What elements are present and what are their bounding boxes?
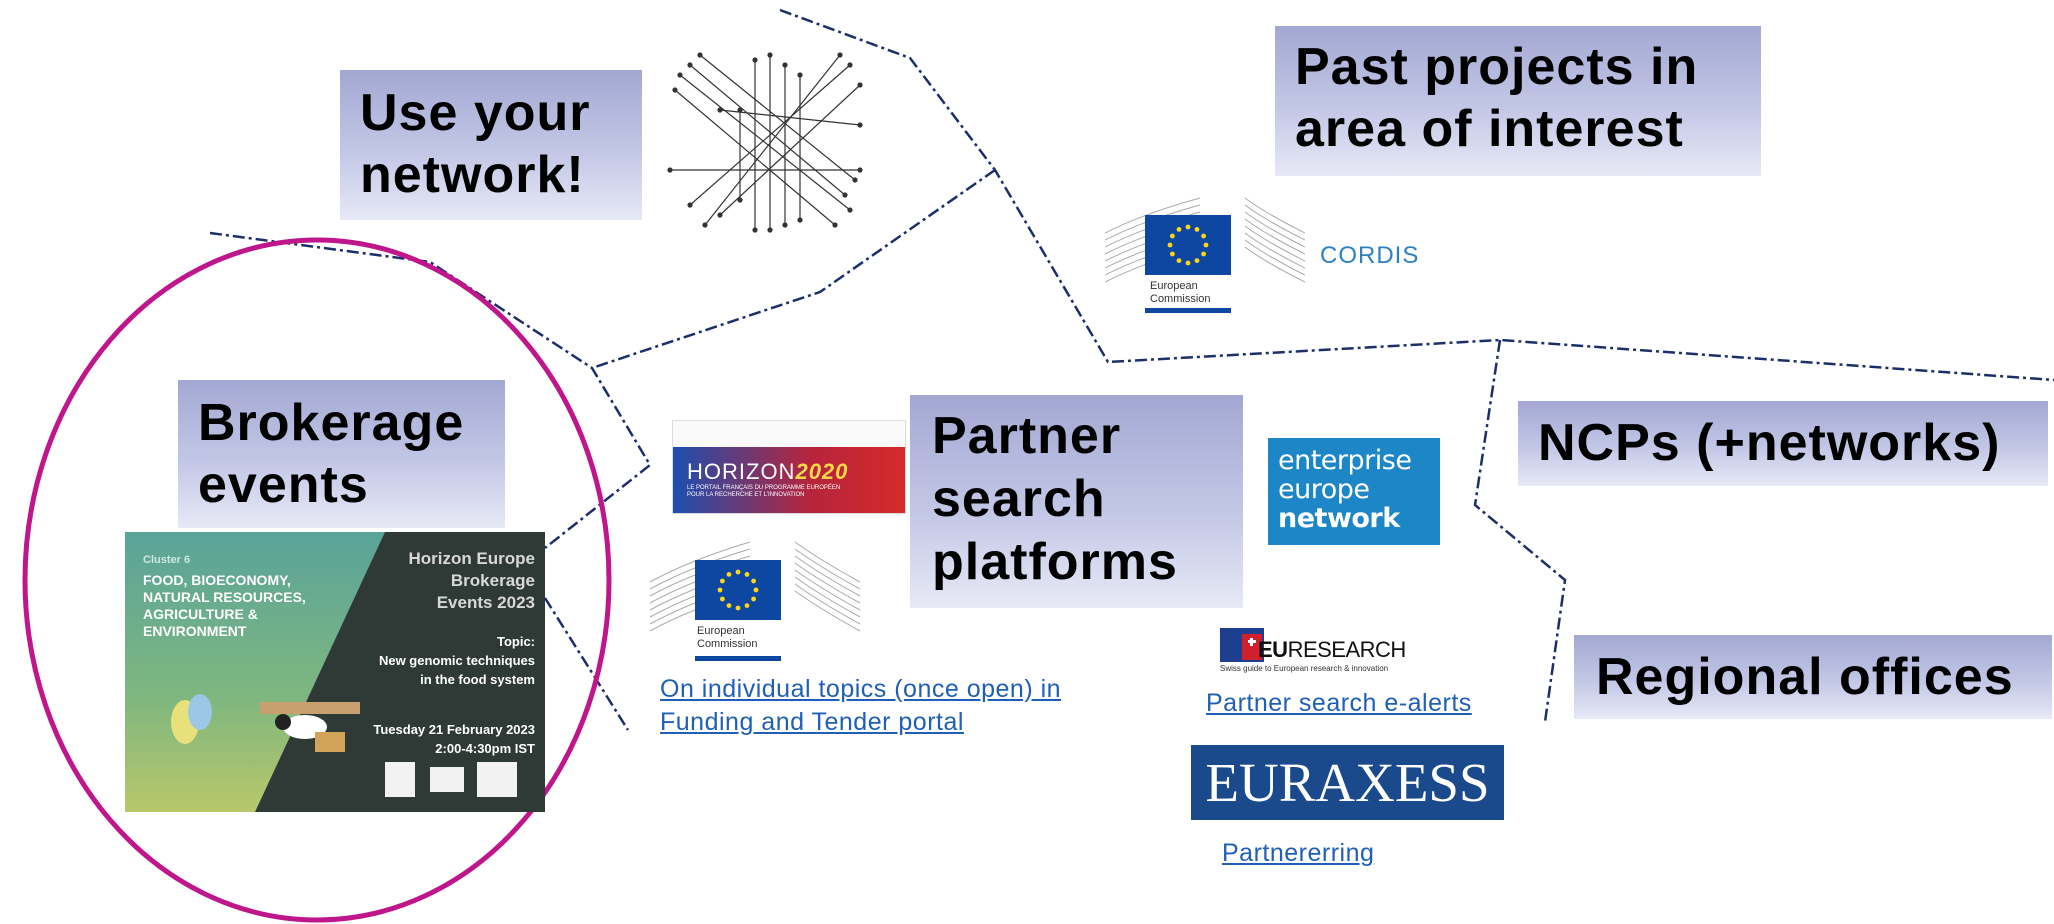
poster-cluster: Cluster 6 (143, 554, 191, 566)
euresearch-eu: EU (1258, 637, 1288, 662)
poster-topic-label: Topic: (496, 634, 535, 649)
horizon-topbar (673, 421, 905, 447)
network-lines-icon (667, 52, 863, 233)
heading-use-network: Use your network! (340, 70, 642, 220)
heading-line: Past projects in (1295, 38, 1699, 96)
poster-topic-line: ENVIRONMENT (143, 623, 247, 639)
heading-line: network! (360, 146, 585, 204)
een-logo[interactable]: enterprise europe network (1268, 438, 1440, 545)
poster-time-line: 2:00-4:30pm IST (435, 741, 535, 756)
partnerering-link[interactable]: Partnererring (1222, 839, 1375, 867)
eu-flag-icon (1145, 215, 1231, 275)
poster-topic-line: FOOD, BIOECONOMY, (143, 572, 291, 588)
een-line: europe (1278, 474, 1370, 505)
ec-caption: European Commission (1150, 280, 1211, 306)
ec-caption: European Commission (697, 625, 758, 651)
heading-past-projects: Past projects in area of interest (1275, 26, 1761, 176)
ec-underline (695, 656, 781, 661)
horizon-wordmark: HORIZON2020 (687, 459, 848, 485)
heading-line: Regional offices (1596, 648, 2014, 706)
eu-flag-icon (695, 560, 781, 620)
poster-title-line: Horizon Europe (408, 549, 535, 568)
heading-regional: Regional offices (1574, 635, 2052, 719)
euresearch-tagline: Swiss guide to European research & innov… (1220, 664, 1389, 673)
poster-background (171, 532, 545, 812)
e-alerts-link[interactable]: Partner search e-alerts (1206, 689, 1472, 717)
poster-topic-line: AGRICULTURE & (143, 606, 258, 622)
ec-caption-line: European (1150, 280, 1198, 292)
ec-caption-line: European (697, 625, 745, 637)
poster-topic-desc-line: New genomic techniques (378, 653, 535, 668)
horizon-body (673, 447, 905, 513)
ec-caption-line: Commission (697, 638, 758, 650)
horizon-sub-line: POUR LA RECHERCHE ET L'INNOVATION (687, 492, 805, 498)
heading-brokerage: Brokerage events (178, 380, 505, 528)
een-line: network (1278, 503, 1400, 534)
link-line: On individual topics (once open) in (660, 675, 1062, 703)
poster-title: Horizon Europe Brokerage Events 2023 (375, 548, 535, 614)
poster-topic-block: FOOD, BIOECONOMY, NATURAL RESOURCES, AGR… (143, 572, 306, 640)
brokerage-poster[interactable]: Cluster 6 FOOD, BIOECONOMY, NATURAL RESO… (125, 532, 545, 812)
heading-line: platforms (932, 533, 1178, 591)
heading-ncps: NCPs (+networks) (1518, 401, 2048, 486)
heading-partner-search: Partner search platforms (910, 395, 1243, 608)
ec-caption-line: Commission (1150, 293, 1211, 305)
heading-line: Brokerage (198, 394, 465, 452)
heading-line: events (198, 456, 369, 514)
heading-line: area of interest (1295, 100, 1684, 158)
euresearch-brand: RESEARCH (1287, 637, 1407, 662)
horizon-sub: LE PORTAIL FRANÇAIS DU PROGRAMME EUROPÉE… (687, 485, 840, 499)
horizon-sub-line: LE PORTAIL FRANÇAIS DU PROGRAMME EUROPÉE… (687, 485, 841, 491)
horizon-year: 2020 (795, 459, 849, 484)
horizon-word: HORIZON (687, 459, 796, 484)
cordis-label[interactable]: CORDIS (1320, 242, 1420, 269)
poster-title-line: Brokerage (450, 571, 535, 590)
funding-tender-link[interactable]: On individual topics (once open) in Fund… (660, 673, 1061, 739)
heading-line: NCPs (+networks) (1538, 414, 2001, 472)
poster-date: Tuesday 21 February 2023 2:00-4:30pm IST (315, 720, 535, 758)
link-line: Funding and Tender portal (660, 708, 964, 736)
poster-topic-desc: Topic: New genomic techniques in the foo… (325, 632, 535, 689)
euresearch-wordmark: EURESEARCH (1258, 637, 1406, 663)
heading-line: Use your (360, 84, 591, 142)
een-line: enterprise (1278, 445, 1412, 476)
poster-topic-desc-line: in the food system (420, 672, 535, 687)
heading-line: Partner (932, 407, 1122, 465)
euraxess-wordmark: EURAXESS (1205, 752, 1490, 813)
ec-underline (1145, 308, 1231, 313)
poster-date-line: Tuesday 21 February 2023 (373, 722, 535, 737)
poster-topic-line: NATURAL RESOURCES, (143, 589, 306, 605)
euresearch-logo[interactable]: EURESEARCH Swiss guide to European resea… (1220, 628, 1410, 676)
horizon2020-banner[interactable]: HORIZON2020 LE PORTAIL FRANÇAIS DU PROGR… (672, 420, 906, 514)
euraxess-logo[interactable]: EURAXESS (1191, 745, 1504, 820)
euresearch-flag-icon (1220, 628, 1264, 662)
heading-line: search (932, 470, 1106, 528)
highlight-circle (22, 237, 612, 923)
poster-title-line: Events 2023 (436, 593, 535, 612)
